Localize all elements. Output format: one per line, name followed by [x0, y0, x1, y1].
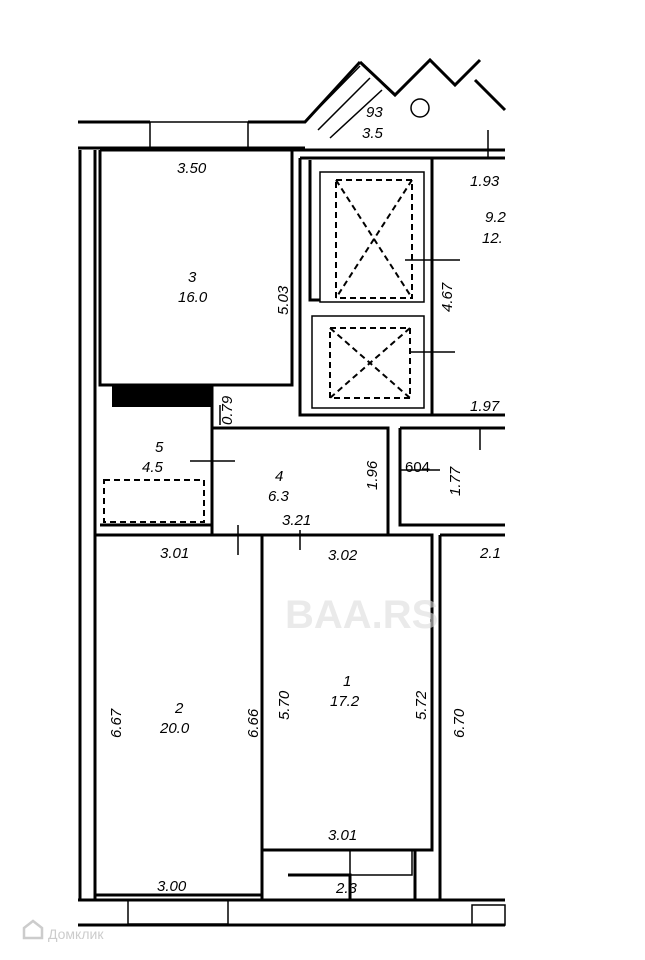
room-92-area: 12. [482, 230, 503, 247]
room-5-number: 5 [155, 439, 164, 456]
dim: 6.66 [245, 708, 262, 738]
dim: 5.70 [276, 690, 293, 720]
dim: 1.97 [470, 398, 500, 415]
dim: 3.50 [177, 160, 207, 177]
room-3-area: 16.0 [178, 289, 208, 306]
domclick-logo: Домклик [22, 919, 104, 942]
room-4-area: 6.3 [268, 488, 290, 505]
dim: 4.67 [439, 282, 456, 312]
room-1-number: 1 [343, 673, 351, 690]
dim: 2.1 [479, 545, 501, 562]
room-labels: 3 16.0 5 4.5 4 6.3 2 20.0 1 17.2 93 3.5 … [142, 104, 507, 897]
radiator [112, 385, 212, 407]
dim: 3.02 [328, 547, 358, 564]
logo-text: Домклик [48, 926, 104, 942]
dim: 3.00 [157, 878, 187, 895]
watermark: BAA.RS [285, 593, 438, 637]
dim: 3.21 [282, 512, 311, 529]
dim: 3.01 [160, 545, 189, 562]
room-4-number: 4 [275, 468, 283, 485]
dim: 1.96 [364, 460, 381, 490]
dim: 604 [405, 459, 430, 476]
walls [78, 57, 507, 927]
dim: 5.72 [413, 690, 430, 720]
dim: 6.67 [108, 708, 125, 738]
dim: 0.79 [219, 395, 236, 425]
room-93-area: 3.5 [362, 125, 384, 142]
room-5-area: 4.5 [142, 459, 164, 476]
dim: 1.77 [447, 466, 464, 496]
house-icon [22, 919, 44, 940]
fixture-circle [410, 98, 430, 118]
room-1-area: 17.2 [330, 693, 360, 710]
dim: 5.03 [275, 285, 292, 315]
window [149, 121, 249, 149]
balcony-area: 2.3 [335, 880, 358, 897]
dim: 6.70 [451, 708, 468, 738]
dim: 3.01 [328, 827, 357, 844]
room-2-area: 20.0 [159, 720, 190, 737]
dim: 1.93 [470, 173, 500, 190]
room-92-number: 9.2 [485, 209, 507, 226]
room-2-number: 2 [174, 700, 184, 717]
dimension-labels: 3.50 5.03 0.79 4.67 1.93 1.97 1.96 604 1… [108, 160, 501, 895]
room-3-number: 3 [188, 269, 197, 286]
room-93-number: 93 [366, 104, 383, 121]
